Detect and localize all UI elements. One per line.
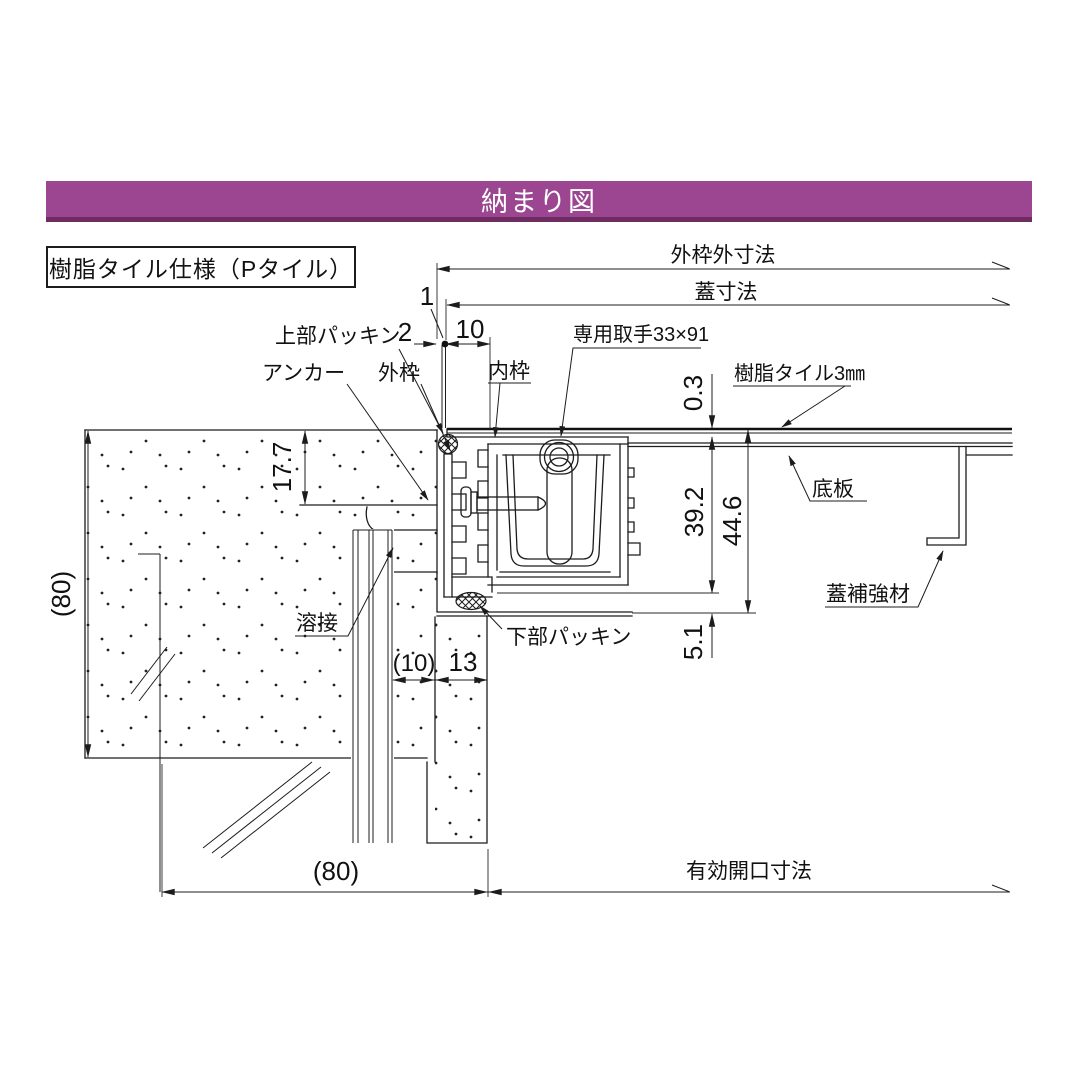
outer-width-half-arrow (991, 261, 1010, 270)
adjust-bolt-shank (476, 496, 539, 511)
inner-frame-left-wall (487, 443, 498, 578)
cover-width-dim-label: 蓋寸法 (695, 281, 758, 304)
slab-joint-line (138, 553, 161, 892)
spec-label-box: 樹脂タイル仕様（Pタイル） (46, 246, 356, 288)
leader-labels: 上部パッキン アンカー 外枠 内枠 専用取手33×91 樹脂タイル3㎜ 底板 蓋… (262, 323, 944, 649)
gap1-leader (430, 308, 444, 339)
frame-bottom-lines (436, 611, 633, 617)
slab-width-value: (80) (313, 856, 359, 886)
dimension-lines: 外枠外寸法 蓋寸法 1 2 10 17.7 (80) 0.3 39.2 44.6… (46, 244, 1010, 897)
mortar-width-value: 13 (449, 647, 478, 677)
cover-assembly (446, 427, 1013, 546)
inner-frame-left-serrations (477, 449, 489, 563)
bottomgap-value: 5.1 (678, 624, 708, 660)
handle-slot (546, 457, 573, 565)
anchor-label: アンカー (262, 362, 345, 385)
anchor-bar (351, 529, 394, 843)
lower-packing-label: 下部パッキン (506, 626, 631, 649)
break-mark-large (202, 761, 331, 859)
topgap-value: 0.3 (678, 375, 708, 411)
anchor-bar-lines (352, 529, 393, 843)
outer-frame-label: 外枠 (378, 362, 420, 385)
outer-frame-wall (443, 453, 453, 598)
gap2-value: 2 (398, 317, 412, 347)
welding-label: 溶接 (296, 612, 338, 635)
slab-depth-value: 17.7 (267, 442, 297, 493)
gap1-value: 1 (420, 281, 434, 311)
cover-width-half-arrow (991, 297, 1010, 306)
reinforcement-bracket (926, 445, 1013, 546)
cover-reinforcement-label: 蓋補強材 (826, 583, 910, 606)
adjust-bolt-washer (470, 491, 478, 514)
bottom-plate-lines (627, 442, 1013, 448)
bottom-half-arrow (991, 884, 1010, 893)
outer-frame-section (436, 345, 633, 617)
handle-leader (559, 347, 701, 437)
upper-packing-leader (398, 348, 444, 434)
frametotal-value: 44.6 (717, 496, 747, 547)
lower-packing-leader (479, 605, 503, 630)
concrete-stipple-right-strip (435, 617, 487, 843)
bottom-extension-lines (161, 764, 489, 897)
handle-ring-outer (543, 441, 575, 473)
handle-label: 専用取手33×91 (573, 323, 709, 346)
spec-label: 樹脂タイル仕様（Pタイル） (48, 256, 354, 282)
break-mark-small (130, 646, 176, 702)
inner-frame-label: 内枠 (488, 360, 530, 383)
cover-left-edge (446, 428, 629, 438)
right-extension-lines (497, 592, 756, 614)
outer-frame-serrations (451, 461, 467, 575)
inner-frame-bottom (487, 576, 629, 586)
inner-frame-right-wall (619, 436, 629, 586)
inner-frame-right-serrations (627, 467, 641, 556)
handle-recess-outer (505, 454, 605, 567)
inner-frame-leader (488, 382, 531, 437)
inner-frame-top (487, 443, 629, 456)
section-title-bar: 納まり図 (46, 181, 1032, 222)
anchor-leader (346, 383, 429, 501)
weld-bead-curve (365, 506, 375, 531)
cover-reinforcement-leader (825, 550, 944, 608)
framebody-value: 39.2 (679, 487, 709, 538)
outer-width-dim-label: 外枠外寸法 (671, 244, 776, 267)
welding-leader (295, 547, 394, 637)
slab-height-value: (80) (46, 571, 76, 617)
outer-frame-leader (420, 383, 451, 451)
resin-tile-label: 樹脂タイル3㎜ (734, 362, 865, 385)
right-strip-outline (426, 616, 488, 844)
anchor-offset-value: (10) (393, 650, 436, 677)
resin-tile-leader (733, 385, 851, 427)
inner-frame-section (477, 436, 641, 586)
edge10-value: 10 (456, 314, 485, 344)
handle-ring-lip (539, 439, 579, 475)
lower-packing-section (455, 591, 487, 611)
upper-packing-label: 上部パッキン (275, 325, 400, 348)
bottom-plate-label: 底板 (812, 478, 854, 501)
frame-gap-lines (441, 345, 446, 428)
section-title: 納まり図 (481, 186, 597, 217)
adjust-bolt-tip (537, 496, 547, 511)
handle-ring-inner (549, 447, 569, 467)
bottom-plate-leader (788, 455, 867, 502)
handle-recess-inner (512, 454, 598, 560)
effective-opening-label: 有効開口寸法 (686, 860, 812, 883)
